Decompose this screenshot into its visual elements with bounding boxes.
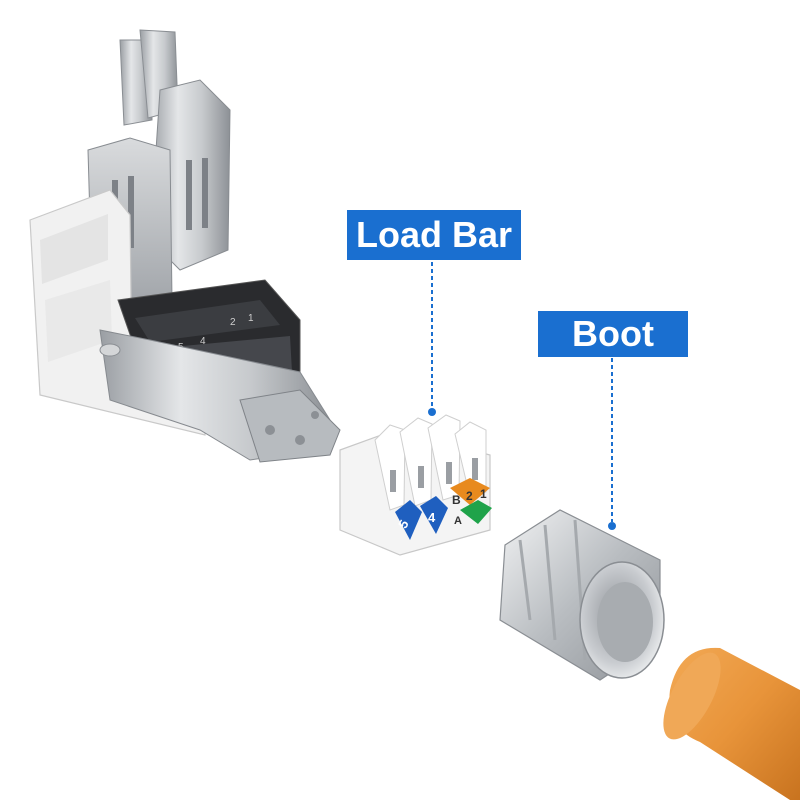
pair-marker-orange bbox=[450, 478, 490, 505]
boot-label: Boot bbox=[538, 311, 688, 357]
load-bar-terminal-4: 4 bbox=[428, 510, 436, 525]
connector-housing: 5 4 2 1 bbox=[29, 29, 341, 463]
load-bar-terminal-1: 1 bbox=[480, 487, 487, 501]
housing-terminal-4: 4 bbox=[200, 336, 206, 347]
load-bar-terminal-2: 2 bbox=[466, 489, 473, 503]
housing-terminal-1: 1 bbox=[248, 313, 254, 324]
pair-marker-blue-5 bbox=[395, 500, 422, 540]
load-bar-terminal-a: A bbox=[454, 515, 462, 527]
boot bbox=[499, 509, 665, 681]
load-bar-label: Load Bar bbox=[347, 210, 521, 260]
load-bar-terminal-b: B bbox=[452, 493, 461, 507]
load-bar: 5 4 B 2 1 A bbox=[339, 414, 492, 556]
cable bbox=[663, 647, 800, 800]
boot-leader-dot bbox=[608, 522, 616, 530]
load-bar-leader-dot bbox=[428, 408, 436, 416]
housing-terminal-2: 2 bbox=[230, 317, 236, 328]
callout-leaders bbox=[428, 262, 616, 530]
pair-marker-blue-4 bbox=[420, 496, 448, 534]
pair-marker-green bbox=[460, 500, 492, 524]
